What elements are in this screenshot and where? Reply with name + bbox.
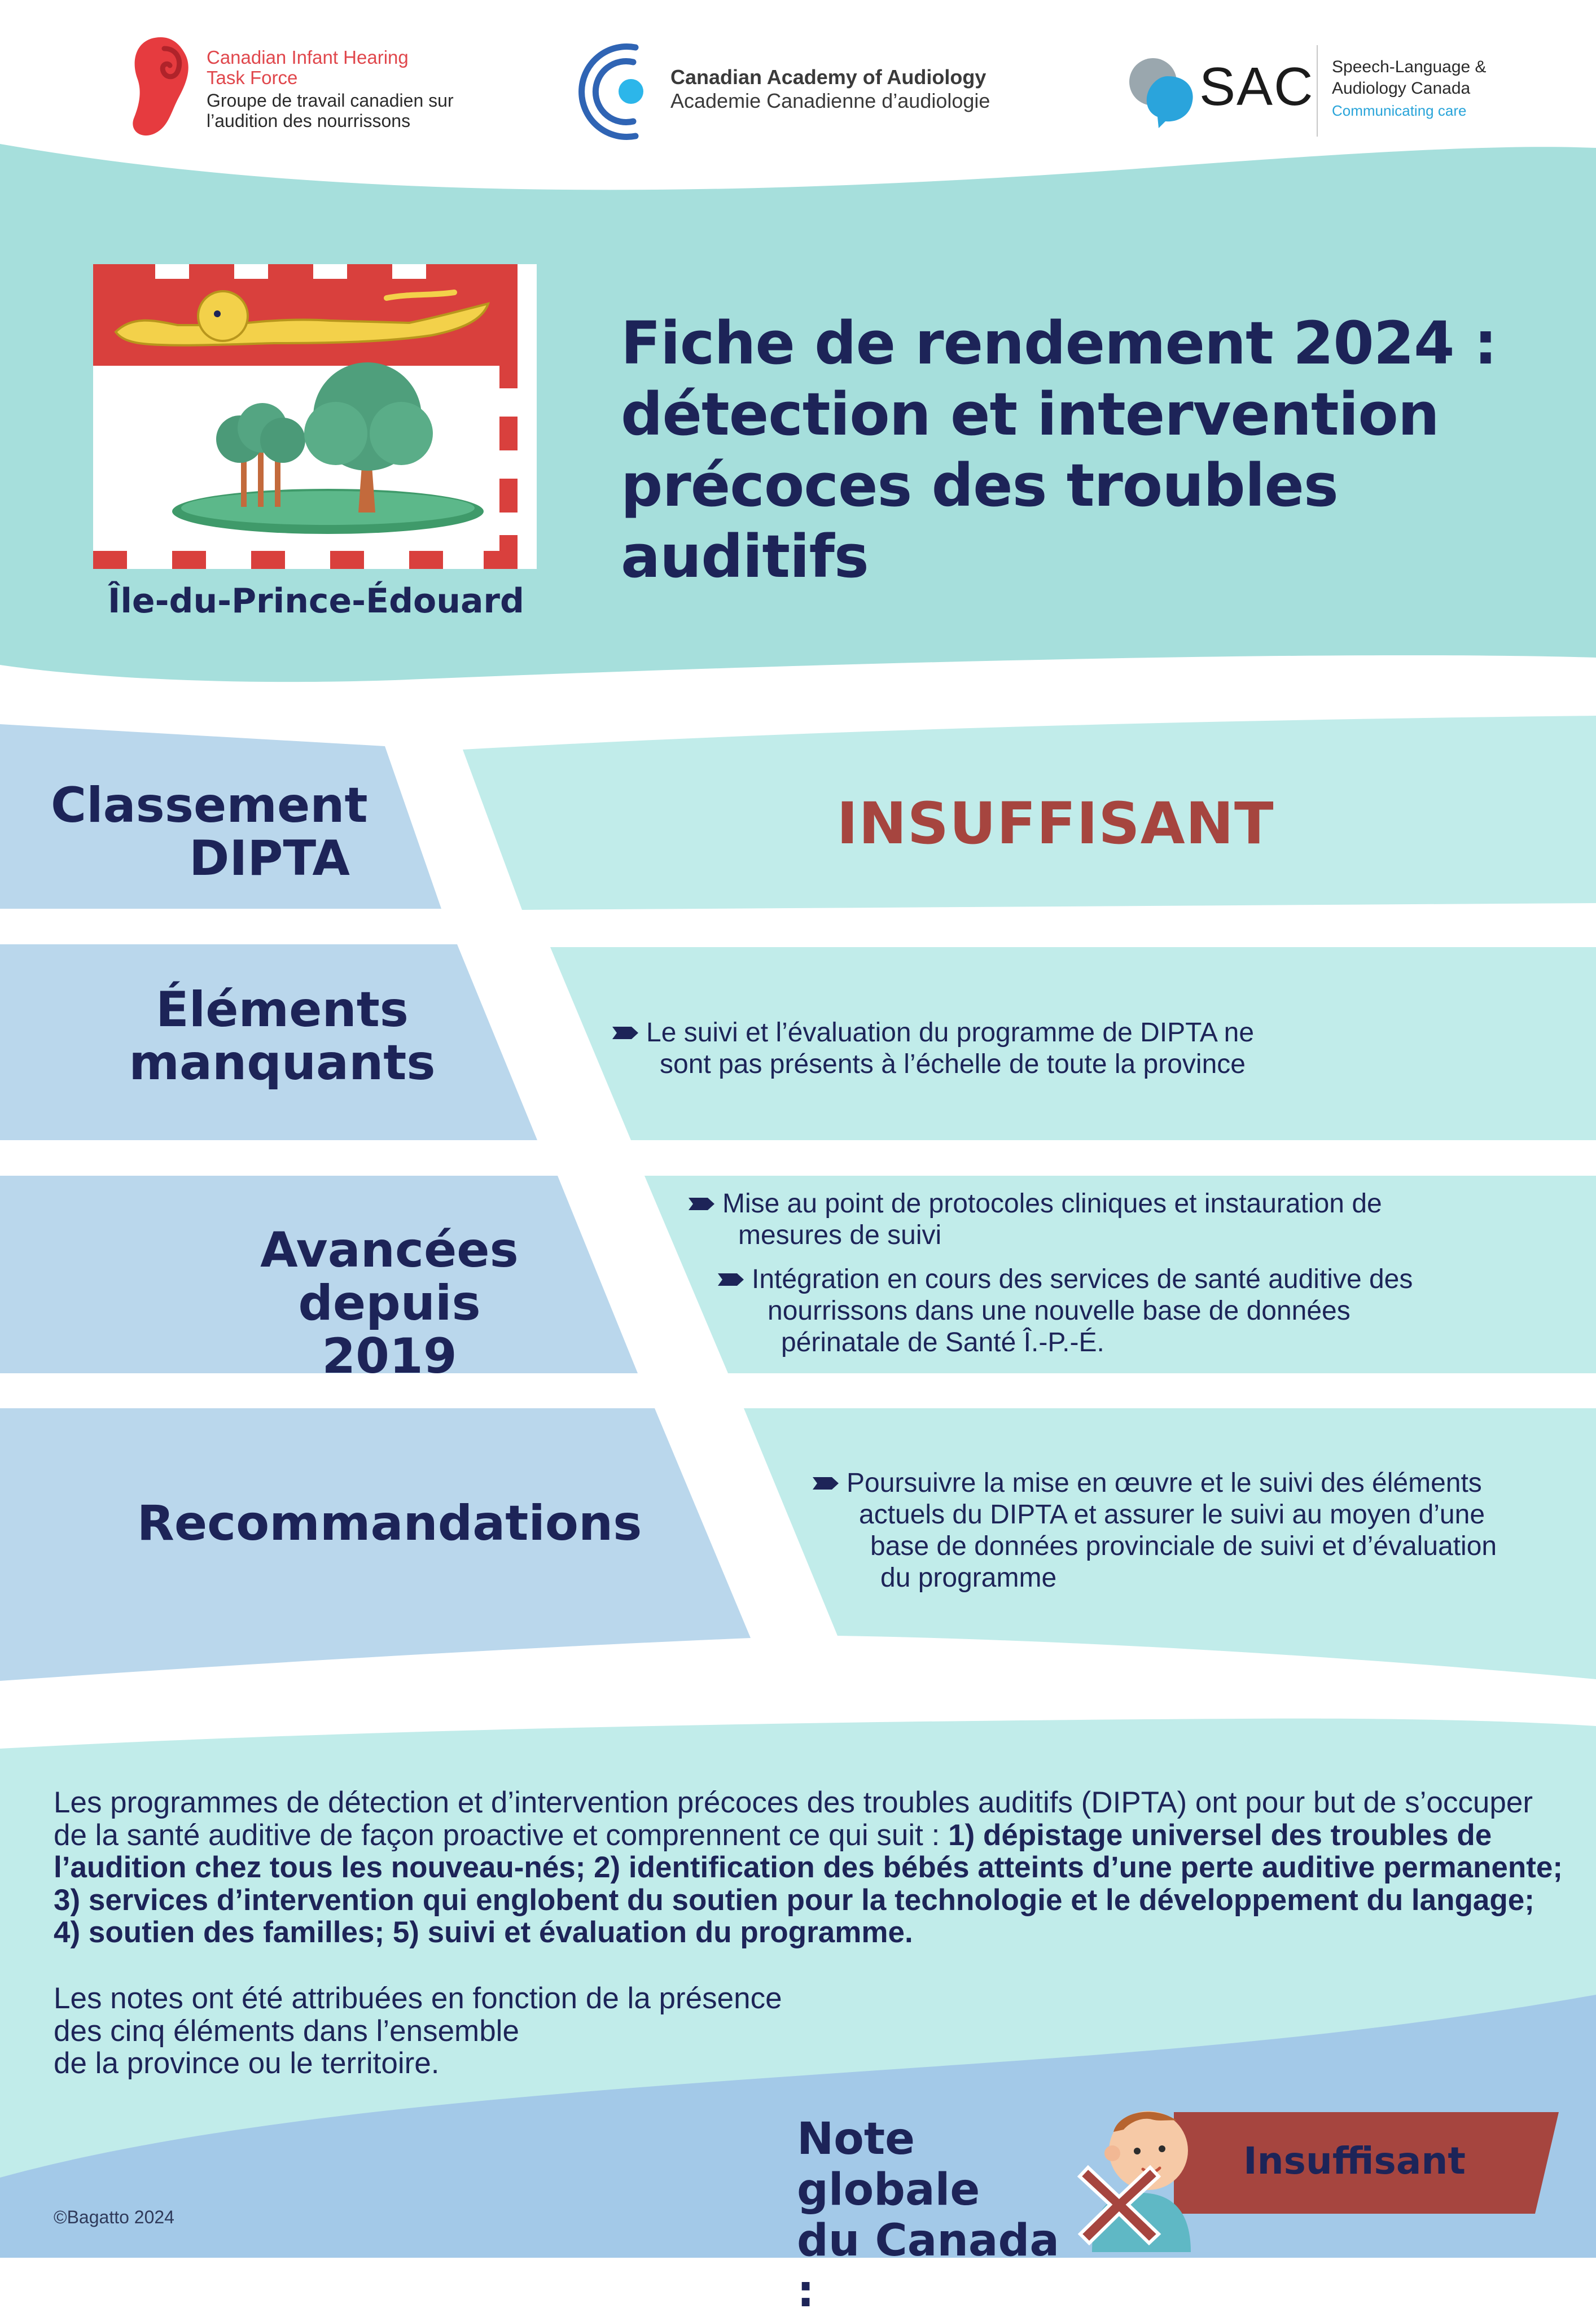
grading-note: Les notes ont été attribuées en fonction… [54,1982,782,2080]
province-name: Île-du-Prince-Édouard [108,581,524,621]
rating-value: INSUFFISANT [836,790,1274,857]
progress-list: Mise au point de protocoles cliniques et… [689,1188,1413,1359]
speech-bubble-logo-icon [1129,58,1193,128]
progress-value-bg [644,1176,1596,1373]
missing-label: Éléments manquants [129,982,436,1091]
caa-name-en: Canadian Academy of Audiology [670,65,986,89]
global-rating-value: Insuffisant [1243,2139,1466,2183]
sac-name: Speech-Language & Audiology Canada [1332,58,1487,98]
tag-bullet-icon [718,1273,744,1286]
progress-label: Avancées depuis 2019 [260,1222,519,1385]
page-title: Fiche de rendement 2024 : détection et i… [621,309,1497,591]
tag-bullet-icon [612,1027,638,1039]
caa-name-fr: Academie Canadienne d’audiologie [670,89,990,112]
list-item: Intégration en cours des services de san… [689,1264,1413,1359]
list-item: Poursuivre la mise en œuvre et le suivi … [813,1468,1497,1594]
rating-label: Classement DIPTA [51,777,368,887]
rating-value-bg [463,716,1596,910]
red-x-icon [1077,2165,1161,2246]
recommend-label-bg [0,1408,751,1681]
intro-elements: 1) dépistage universel des troubles de l… [54,1818,1563,1949]
red-ear-logo-icon [133,37,188,136]
cihtf-name-fr: Groupe de travail canadien sur l’auditio… [207,90,454,131]
blue-arc-logo-icon [578,43,643,140]
sac-divider [1317,45,1318,137]
cihtf-name-en: Canadian Infant Hearing Task Force [207,47,409,88]
rating-label-bg [0,724,441,909]
pei-flag-icon [93,264,537,569]
list-item: Mise au point de protocoles cliniques et… [689,1188,1413,1251]
progress-label-bg [0,1176,638,1373]
recommendations-label: Recommandations [137,1495,642,1552]
sac-abbreviation: SAC [1199,56,1314,117]
missing-label-bg [0,944,537,1140]
global-rating-banner [1174,2112,1559,2214]
sac-tagline: Communicating care [1332,102,1467,119]
tag-bullet-icon [813,1477,839,1490]
tag-bullet-icon [689,1198,714,1210]
global-rating-label: Note globale du Canada : [797,2114,1060,2317]
list-item: Le suivi et l’évaluation du programme de… [612,1017,1254,1080]
missing-value-bg [550,947,1596,1140]
intro-plain: Les programmes de détection et d’interve… [54,1786,1533,1852]
copyright: ©Bagatto 2024 [54,2207,174,2227]
missing-list: Le suivi et l’évaluation du programme de… [612,1017,1254,1080]
recommend-value-bg [744,1408,1596,1679]
recommendations-list: Poursuivre la mise en œuvre et le suivi … [813,1468,1497,1594]
intro-paragraph: Les programmes de détection et d’interve… [54,1786,1566,1949]
